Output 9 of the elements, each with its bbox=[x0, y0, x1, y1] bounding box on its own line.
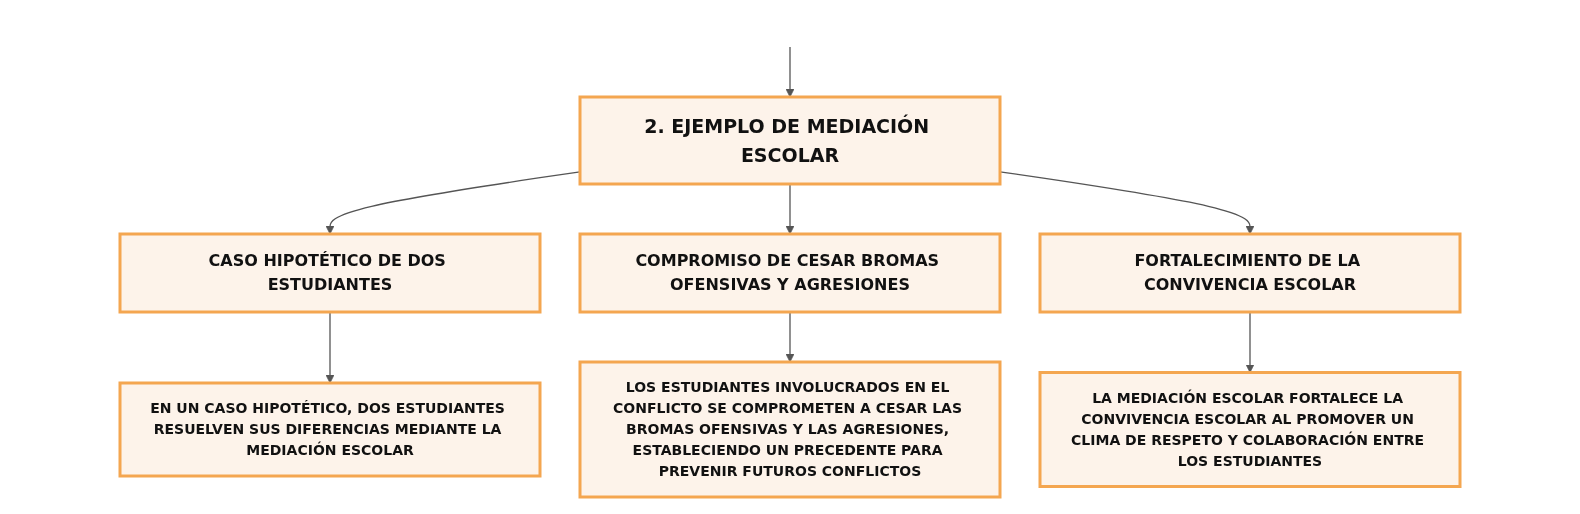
node-box: 2. EJEMPLO DE MEDIACIÓN ESCOLAR bbox=[578, 95, 1002, 186]
arrow bbox=[325, 171, 581, 235]
node-box: FORTALECIMIENTO DE LA CONVIVENCIA ESCOLAR bbox=[1038, 232, 1462, 314]
node-box: CASO HIPOTÉTICO DE DOS ESTUDIANTES bbox=[118, 232, 542, 314]
node-box: COMPROMISO DE CESAR BROMAS OFENSIVAS Y AGRESIONES bbox=[578, 232, 1002, 314]
arrow bbox=[785, 46, 795, 98]
node-box: EN UN CASO HIPOTÉTICO, DOS ESTUDIANTES RESUELVEN SUS DIFERENCIAS MEDIANTE LA MEDIACIÓN ESCOLAR bbox=[118, 381, 542, 478]
node-box: LOS ESTUDIANTES INVOLUCRADOS EN EL CONFLICTO SE COMPROMETEN A CESAR LAS BROMAS OFENSIVAS Y LAS AGRESIONES, ESTABLECIENDO UN PRECEDENTE PARA PREVENIR FUTUROS CONFLICTOS bbox=[578, 360, 1002, 499]
node-box: LA MEDIACIÓN ESCOLAR FORTALECE LA CONVIVENCIA ESCOLAR AL PROMOVER UN CLIMA DE RESPETO Y COLABORACIÓN ENTRE LOS ESTUDIANTES bbox=[1038, 371, 1462, 488]
